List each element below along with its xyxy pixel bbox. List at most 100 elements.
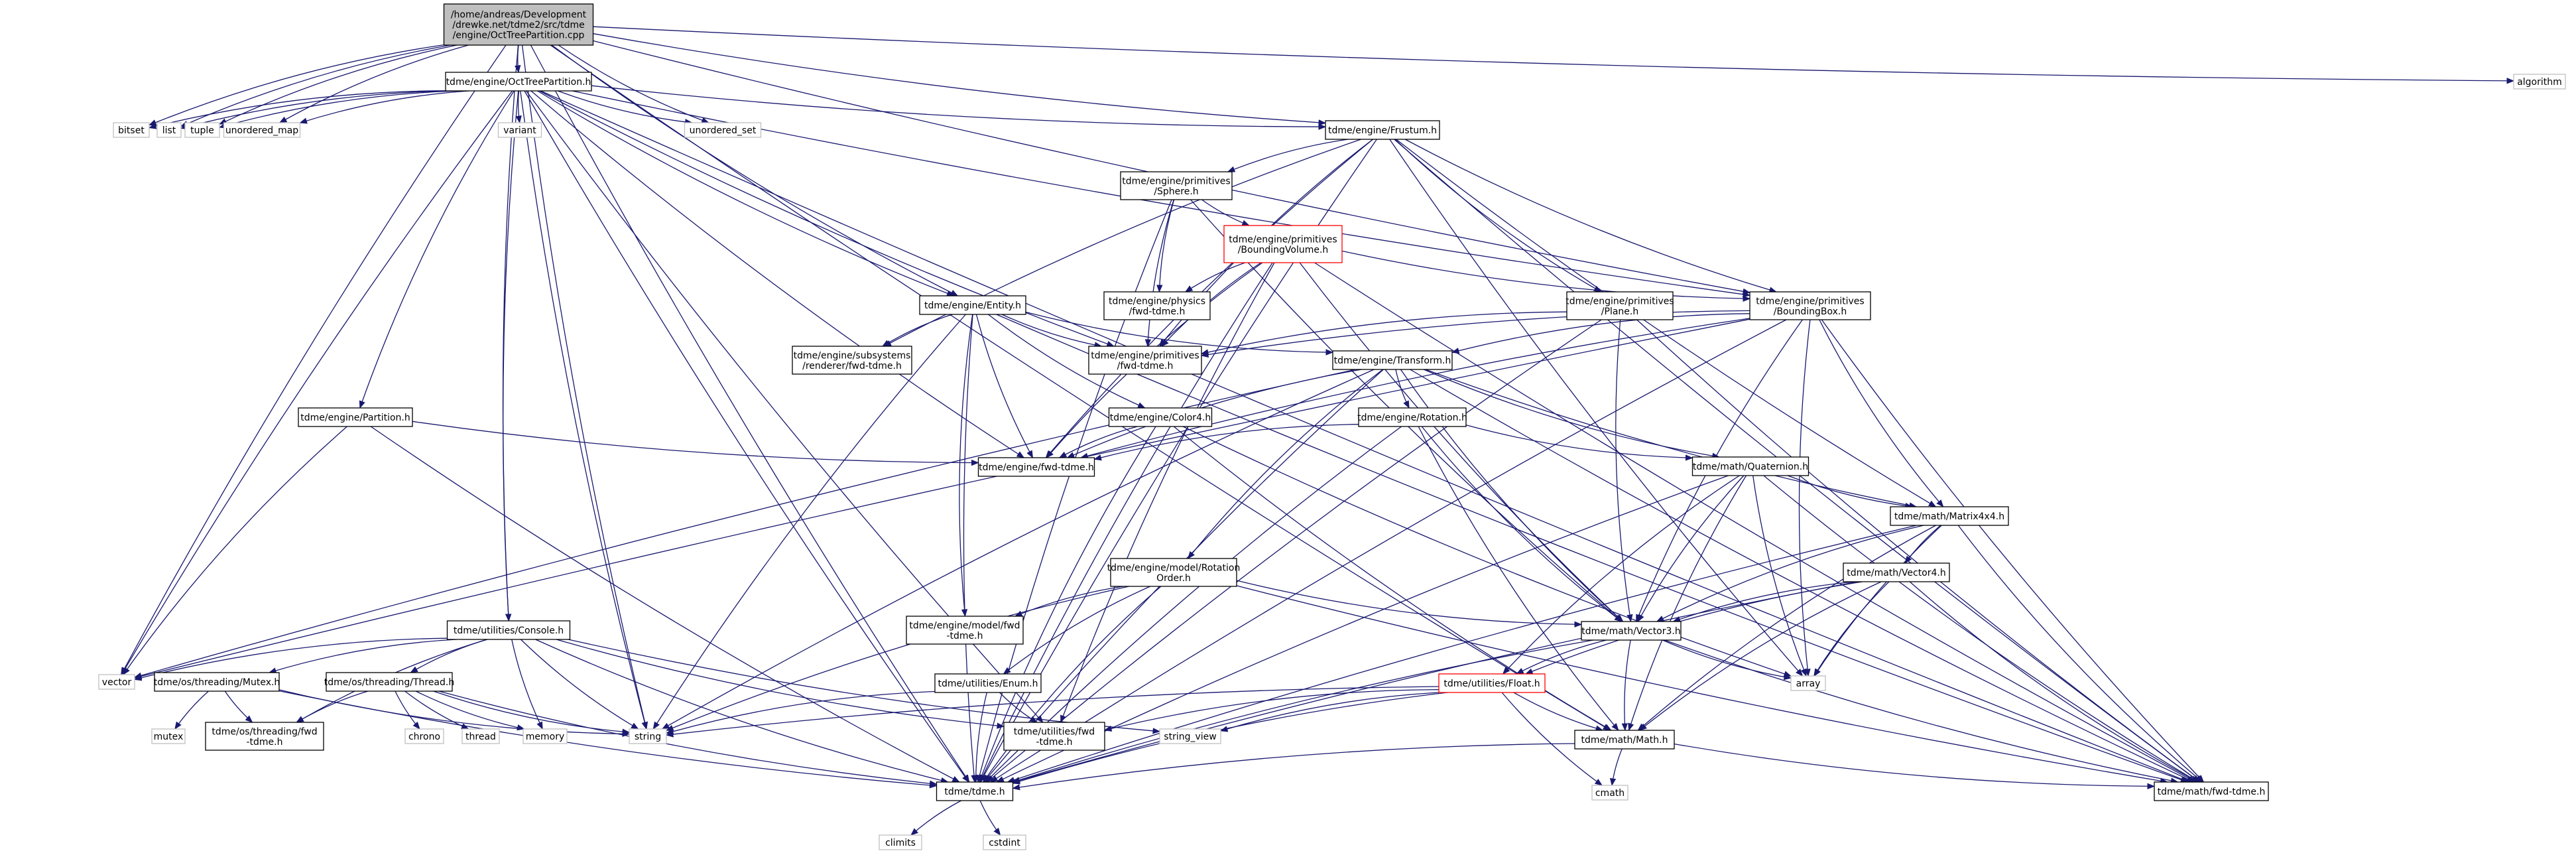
edge-transform-to-vector3 (1400, 369, 1624, 622)
node-boundingbox[interactable]: tdme/engine/primitives/BoundingBox.h (1749, 291, 1871, 320)
node-string: string (629, 728, 667, 744)
edge-vector3-to-tdme_h (1012, 639, 1593, 783)
node-quaternion[interactable]: tdme/math/Quaternion.h (1691, 456, 1809, 476)
edge-tdme_h-to-cstdint (979, 800, 1001, 836)
node-thread_h[interactable]: tdme/os/threading/Thread.h (324, 672, 454, 692)
node-mutex_h[interactable]: tdme/os/threading/Mutex.h (154, 672, 280, 692)
node-model_fwd[interactable]: tdme/engine/model/fwd-tdme.h (906, 616, 1024, 645)
node-cmath: cmath (1591, 785, 1628, 801)
edge-rotationorder-to-vector3 (1236, 580, 1583, 627)
node-frustum-label-line-0: tdme/engine/Frustum.h (1328, 125, 1437, 136)
node-physics_fwd[interactable]: tdme/engine/physics/fwd-tdme.h (1103, 291, 1211, 320)
node-engine_fwd-box (977, 457, 1095, 477)
node-utilities_fwd[interactable]: tdme/utilities/fwd-tdme.h (1003, 722, 1105, 751)
edge-vector4-to-math_h (1638, 581, 1882, 731)
node-tuple-label-line-0: tuple (190, 125, 214, 136)
node-color4[interactable]: tdme/engine/Color4.h (1108, 407, 1213, 427)
node-subsystems_fwd[interactable]: tdme/engine/subsystems/renderer/fwd-tdme… (792, 346, 912, 375)
edge-sphere-to-boundingvolume (1201, 199, 1250, 226)
edge-console-to-memory (511, 639, 543, 730)
node-transform-box (1332, 350, 1453, 370)
node-variant-box (497, 122, 542, 138)
node-mutex-box (151, 728, 186, 744)
node-math_fwd[interactable]: tdme/math/fwd-tdme.h (2154, 781, 2269, 801)
edge-entity-to-primitives_fwd (1001, 314, 1103, 348)
node-math_h[interactable]: tdme/math/Math.h (1574, 730, 1675, 750)
edge-boundingvolume-to-math_fwd (1314, 262, 2197, 783)
edge-entity-to-transform (1025, 311, 1334, 356)
node-climits-box (879, 834, 922, 850)
edge-frustum-to-plane (1394, 139, 1602, 293)
node-boundingvolume[interactable]: tdme/engine/primitives/BoundingVolume.h (1223, 225, 1343, 263)
node-octtree_h[interactable]: tdme/engine/OctTreePartition.h (445, 72, 592, 92)
node-threading_fwd[interactable]: tdme/os/threading/fwd-tdme.h (205, 722, 324, 751)
node-subsystems_fwd-box (792, 346, 912, 375)
edge-quaternion-to-math_h (1628, 475, 1747, 732)
node-float_h-label-line-0: tdme/utilities/Float.h (1443, 679, 1540, 689)
node-enum_h[interactable]: tdme/utilities/Enum.h (934, 673, 1042, 693)
node-tdme_h[interactable]: tdme/tdme.h (936, 781, 1014, 801)
node-vector4[interactable]: tdme/math/Vector4.h (1843, 562, 1950, 582)
node-primitives_fwd-box (1088, 346, 1202, 375)
node-primitives_fwd-label-line-0: tdme/engine/primitives (1091, 350, 1199, 361)
edge-float_h-to-string (665, 686, 1440, 738)
node-engine_fwd[interactable]: tdme/engine/fwd-tdme.h (977, 457, 1095, 477)
edge-rotationorder-to-enum_h (1003, 586, 1151, 675)
node-partition[interactable]: tdme/engine/Partition.h (298, 407, 413, 427)
edge-float_h-to-string_view (1219, 692, 1440, 732)
edge-frustum-to-boundingbox (1404, 139, 1778, 293)
edge-thread_h-to-thread (404, 691, 469, 730)
edge-rotationorder-to-tdme_h (983, 586, 1162, 783)
edge-boundingbox-to-array (1798, 319, 1811, 677)
node-chrono: chrono (404, 728, 444, 744)
node-entity[interactable]: tdme/engine/Entity.h (919, 295, 1026, 315)
edge-octtree_h-to-entity (537, 90, 955, 296)
edge-vector4-to-array (1813, 581, 1890, 677)
edge-octtree_h-to-tuple (218, 90, 458, 129)
edge-frustum-to-array (1389, 139, 1804, 677)
node-thread: thread (461, 728, 500, 744)
node-plane[interactable]: tdme/engine/primitives/Plane.h (1565, 291, 1674, 320)
node-matrix4x4[interactable]: tdme/math/Matrix4x4.h (1890, 506, 2009, 526)
node-primitives_fwd[interactable]: tdme/engine/primitives/fwd-tdme.h (1088, 346, 1202, 375)
node-tuple-box (184, 122, 220, 138)
node-boundingbox-box (1749, 291, 1871, 320)
edge-console-to-string_view (568, 639, 1161, 734)
node-float_h[interactable]: tdme/utilities/Float.h (1438, 673, 1546, 693)
edge-root-to-frustum (593, 33, 1327, 126)
edge-octtree_h-to-string (520, 90, 648, 730)
node-entity-box (919, 295, 1026, 315)
node-unordered_set-label-line-0: unordered_set (690, 125, 757, 136)
edge-mutex_h-to-threading_fwd (224, 691, 253, 723)
edge-boundingbox-to-vector (133, 318, 1750, 680)
edge-octtree_h-to-unordered_set (557, 90, 693, 125)
edge-rotation-to-vector3 (1421, 426, 1623, 622)
node-quaternion-box (1691, 456, 1809, 476)
node-console[interactable]: tdme/utilities/Console.h (446, 620, 571, 640)
edge-vector4-to-tdme_h (1012, 581, 1858, 783)
node-vector3[interactable]: tdme/math/Vector3.h (1581, 621, 1682, 641)
node-array-box (1790, 675, 1826, 691)
node-sphere[interactable]: tdme/engine/primitives/Sphere.h (1120, 171, 1233, 200)
node-bitset-label-line-0: bitset (118, 125, 145, 136)
edge-octtree_h-to-math_fwd (540, 90, 2190, 783)
node-algorithm-label-line-0: algorithm (2517, 77, 2562, 88)
edge-octtree_h-to-vector (121, 90, 513, 676)
edge-entity-to-engine_fwd (975, 314, 1034, 459)
node-algorithm: algorithm (2513, 74, 2566, 90)
node-root[interactable]: /home/andreas/Development/drewke.net/tdm… (443, 3, 594, 46)
node-rotation[interactable]: tdme/engine/Rotation.h (1357, 407, 1467, 427)
node-transform[interactable]: tdme/engine/Transform.h (1332, 350, 1453, 370)
node-boundingvolume-label-line-1: /BoundingVolume.h (1238, 245, 1329, 255)
node-threading_fwd-box (205, 722, 324, 751)
edge-root-to-bitset (148, 44, 444, 126)
node-model_fwd-box (906, 616, 1024, 645)
node-physics_fwd-label-line-1: /fwd-tdme.h (1129, 306, 1186, 317)
node-frustum[interactable]: tdme/engine/Frustum.h (1325, 120, 1440, 140)
node-entity-label-line-0: tdme/engine/Entity.h (924, 300, 1021, 311)
edge-octtree_h-to-console (502, 90, 519, 622)
node-variant-label-line-0: variant (503, 125, 536, 136)
edge-enum_h-to-tdme_h (973, 692, 987, 783)
node-console-box (446, 620, 571, 640)
